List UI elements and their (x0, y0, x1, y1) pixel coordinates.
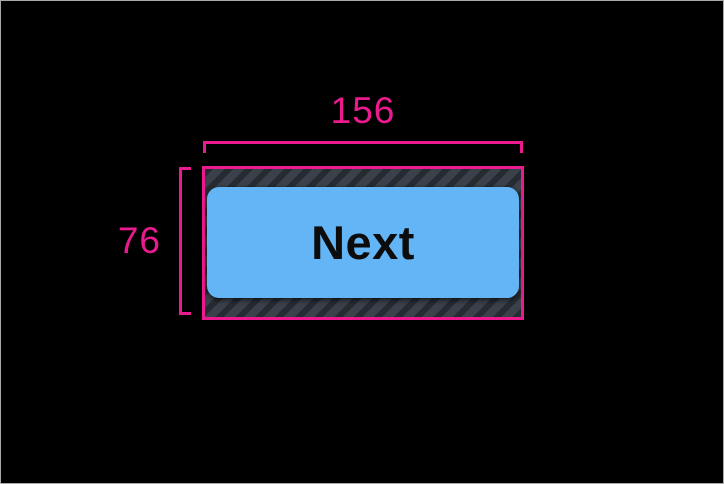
width-measure-bracket (203, 141, 523, 153)
widget-bounds-overlay: Next (202, 166, 524, 320)
width-dimension-label: 156 (330, 90, 396, 131)
next-button[interactable]: Next (207, 187, 519, 298)
next-button-label: Next (311, 216, 415, 269)
height-dimension-label: 76 (117, 220, 161, 261)
height-measure-bracket (179, 167, 191, 315)
